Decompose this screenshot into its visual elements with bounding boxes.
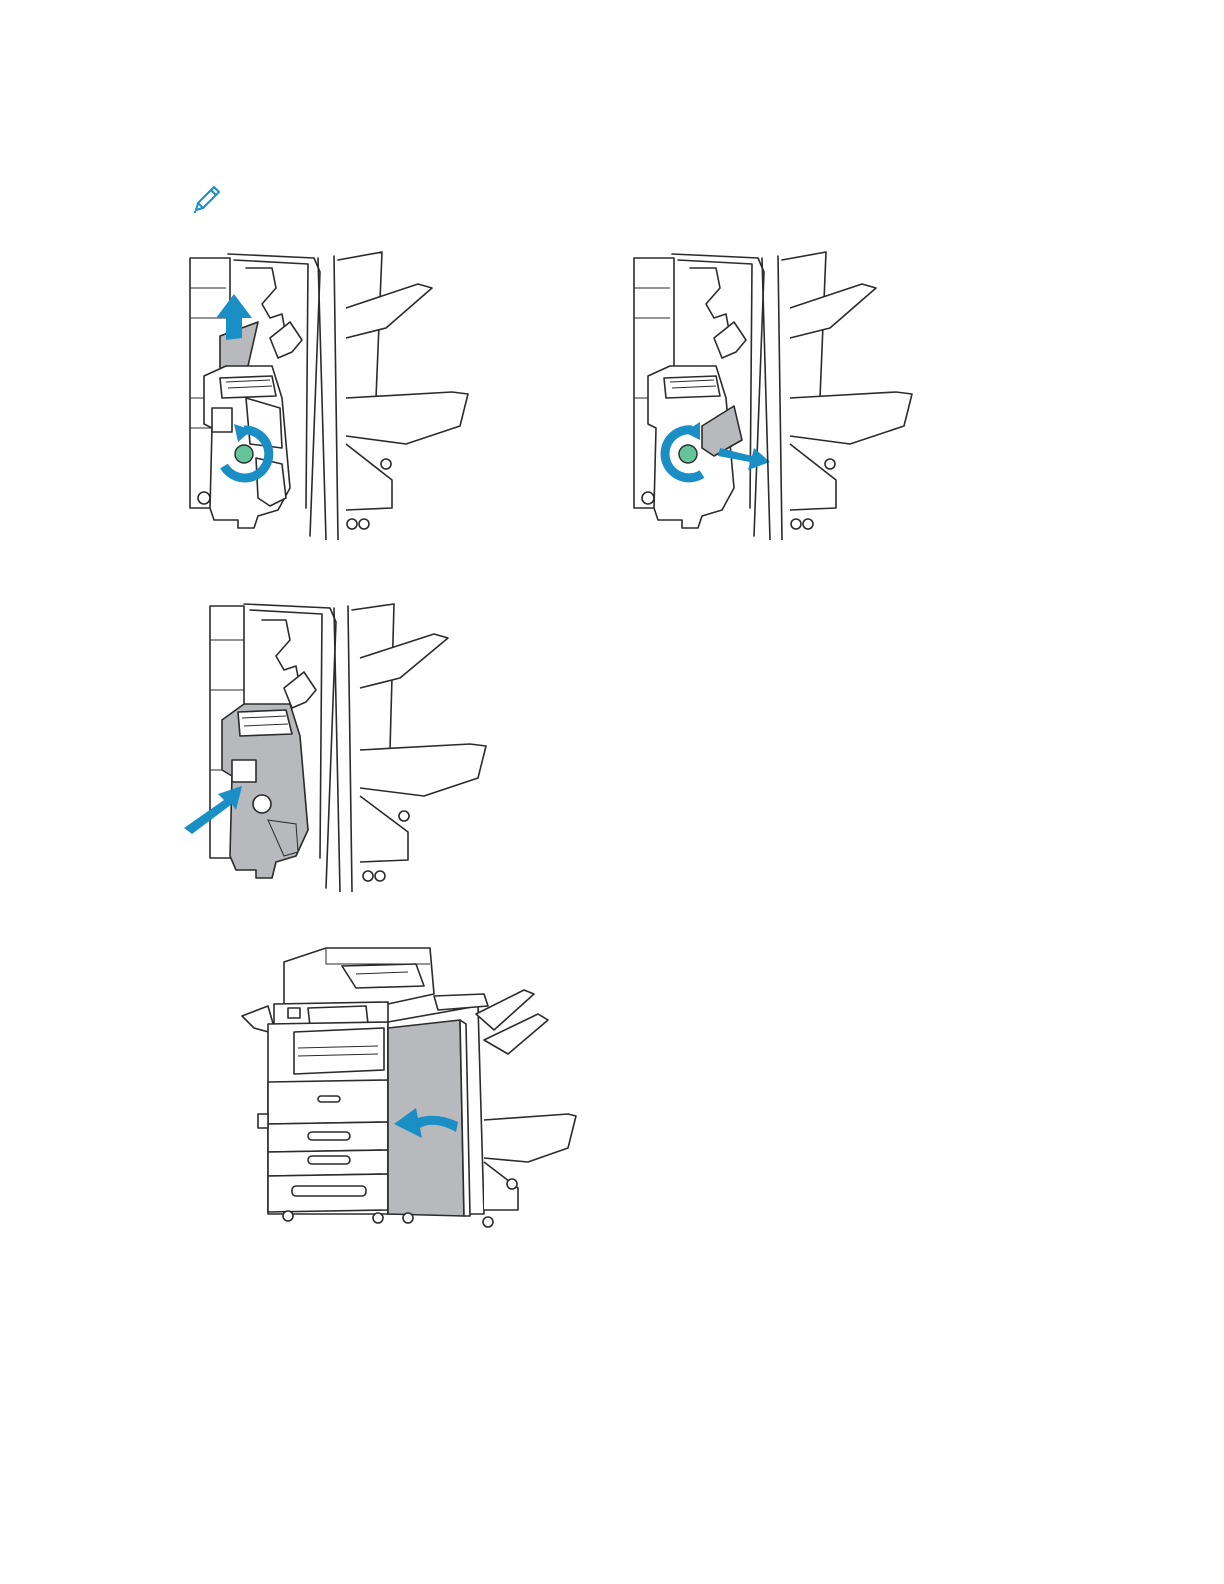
finisher-stapler-lift-and-rotate-illustration: [186, 248, 476, 540]
printer-close-finisher-door-illustration: [238, 944, 580, 1234]
pencil-note-icon: [190, 184, 226, 216]
finisher-stapler-remove-paper-illustration: [630, 248, 920, 540]
finisher-stapler-push-in-illustration: [180, 600, 490, 892]
